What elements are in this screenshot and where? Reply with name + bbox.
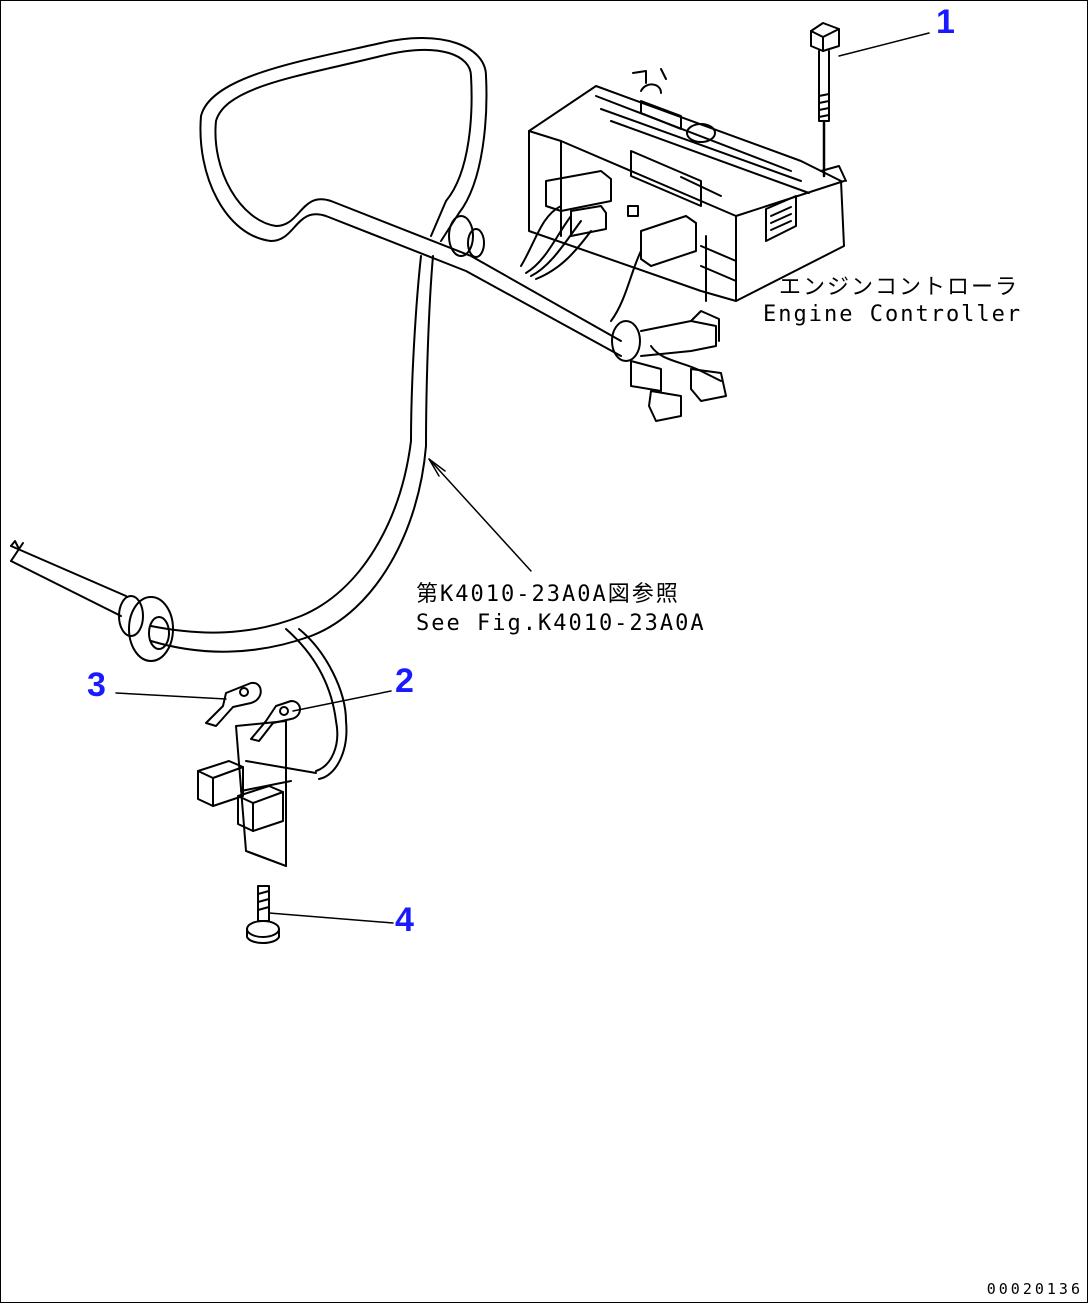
reference-label-en: See Fig.K4010-23A0A	[416, 611, 706, 636]
branch-cable	[240, 628, 348, 792]
controller-label-en: Engine Controller	[763, 302, 1023, 327]
leader-3	[115, 692, 227, 700]
connector-cluster-right	[611, 310, 727, 422]
connector-lower-b	[237, 785, 284, 832]
callout-2: 2	[395, 662, 414, 700]
harness-loop	[150, 37, 622, 653]
reference-label-jp: 第K4010-23A0A図参照	[416, 582, 680, 607]
controller-wires	[520, 205, 642, 322]
clamp-3	[205, 681, 262, 727]
engine-controller	[528, 68, 847, 302]
callout-1: 1	[936, 3, 955, 41]
leader-4	[268, 912, 394, 924]
callout-4: 4	[395, 901, 414, 939]
controller-label-jp: エンジンコントローラ	[779, 275, 1020, 300]
bolt-1	[810, 22, 840, 178]
grommet-left	[118, 595, 174, 662]
grommet-upper	[448, 215, 485, 258]
bolt-4	[246, 885, 280, 944]
document-id: 00020136	[986, 1280, 1083, 1298]
clamp-2	[250, 700, 301, 742]
connector-lower-a	[197, 760, 244, 807]
bracket-plate	[235, 720, 287, 867]
leader-1	[838, 32, 930, 57]
leader-reference	[428, 458, 532, 572]
left-cable	[10, 540, 127, 617]
leader-lines	[115, 32, 930, 924]
callout-3: 3	[87, 666, 106, 704]
leader-2	[292, 690, 392, 712]
